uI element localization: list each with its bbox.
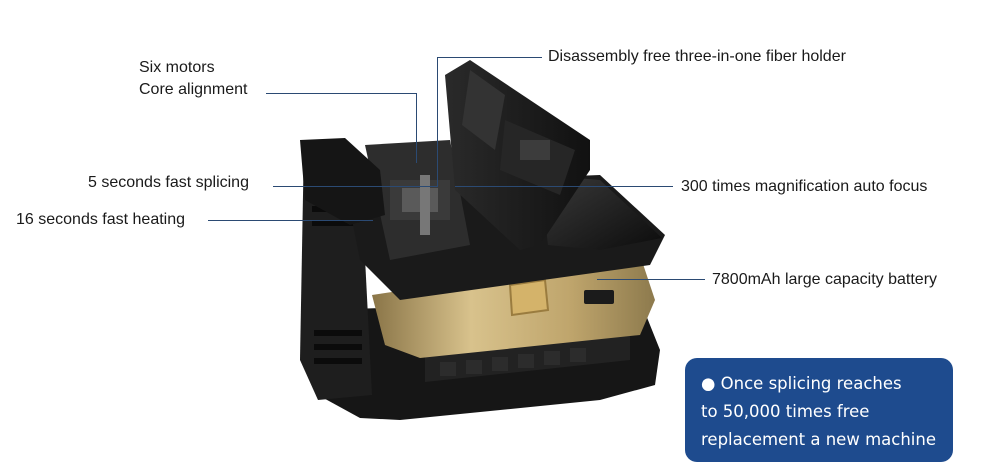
label-magnification: 300 times magnification auto focus	[681, 178, 928, 195]
bullet-icon: ●	[701, 374, 721, 393]
leader-fast-splicing	[273, 186, 438, 187]
leader-core-alignment-drop	[416, 93, 417, 163]
label-fiber-holder: Disassembly free three-in-one fiber hold…	[548, 48, 846, 65]
label-core-alignment: Core alignment	[139, 81, 248, 98]
label-fast-splicing: 5 seconds fast splicing	[88, 174, 249, 191]
leader-fiber-holder-drop	[437, 57, 438, 187]
label-battery: 7800mAh large capacity battery	[712, 271, 938, 288]
callout-line-2: to 50,000 times free	[701, 402, 870, 421]
leader-fast-heating	[208, 220, 373, 221]
leader-fiber-holder	[437, 57, 542, 58]
callout-line-1: Once splicing reaches	[720, 374, 902, 393]
callout-line-3: replacement a new machine	[701, 430, 936, 449]
label-fast-heating: 16 seconds fast heating	[16, 211, 186, 228]
leader-core-alignment	[266, 93, 416, 94]
leader-battery	[597, 279, 705, 280]
leader-magnification	[455, 186, 673, 187]
label-six-motors: Six motors	[139, 59, 215, 76]
warranty-callout: ● Once splicing reaches to 50,000 times …	[685, 358, 953, 462]
